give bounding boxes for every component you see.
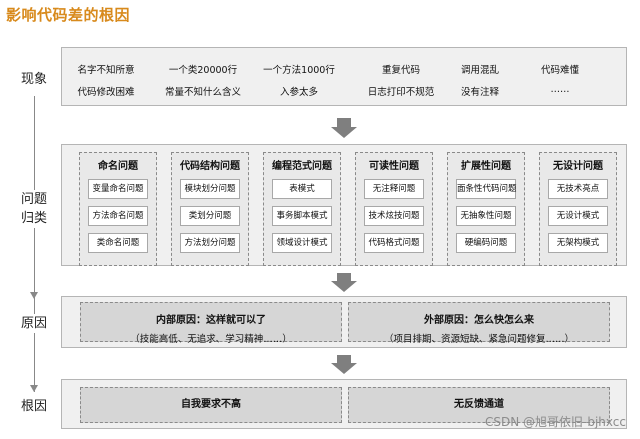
category-item: 变量命名问题 bbox=[88, 179, 148, 199]
phenomenon-item: …… bbox=[550, 84, 570, 95]
category-no-design: 无设计问题 无技术亮点 无设计模式 无架构模式 bbox=[539, 152, 617, 266]
category-item: 无设计模式 bbox=[548, 206, 608, 226]
category-title: 无设计问题 bbox=[553, 161, 603, 172]
category-title: 可读性问题 bbox=[369, 161, 419, 172]
page-title: 影响代码差的根因 bbox=[6, 6, 131, 24]
category-title: 代码结构问题 bbox=[180, 161, 240, 172]
row-label-phenomenon: 现象 bbox=[19, 70, 49, 89]
phenomenon-item: 名字不知所意 bbox=[77, 65, 135, 76]
category-item: 类划分问题 bbox=[180, 206, 240, 226]
row-label-cause: 原因 bbox=[19, 314, 49, 333]
row-label-root: 根因 bbox=[19, 397, 49, 416]
category-title: 命名问题 bbox=[98, 161, 138, 172]
external-cause-detail: （项目排期、资源短缺、紧急问题修复……） bbox=[383, 334, 574, 345]
phenomenon-item: 代码难懂 bbox=[540, 65, 580, 76]
flow-arrow-down-icon bbox=[331, 273, 357, 292]
category-paradigm: 编程范式问题 表模式 事务脚本模式 领域设计模式 bbox=[263, 152, 341, 266]
watermark: CSDN @旭哥依旧-bjhxcc bbox=[484, 415, 626, 429]
category-item: 硬编码问题 bbox=[456, 233, 516, 253]
axis-arrow-down-icon bbox=[30, 292, 38, 299]
external-cause-title: 外部原因：怎么快怎么来 bbox=[424, 315, 534, 326]
root-cause-self-requirement: 自我要求不高 bbox=[80, 387, 342, 423]
category-item: 领域设计模式 bbox=[272, 233, 332, 253]
category-item: 事务脚本模式 bbox=[272, 206, 332, 226]
internal-cause-box: 内部原因：这样就可以了 （技能高低、无追求、学习精神……） bbox=[80, 302, 342, 345]
flow-arrow-down-icon bbox=[331, 118, 357, 138]
phenomenon-item: 日志打印不规范 bbox=[367, 87, 435, 98]
row-label-classify-bottom: 归类 bbox=[19, 209, 49, 228]
category-item: 方法划分问题 bbox=[180, 233, 240, 253]
category-item: 无注释问题 bbox=[364, 179, 424, 199]
axis-line bbox=[34, 96, 35, 392]
phenomenon-item: 调用混乱 bbox=[460, 65, 500, 76]
phenomenon-item: 没有注释 bbox=[460, 87, 500, 98]
category-item: 表模式 bbox=[272, 179, 332, 199]
row-label-classify-top: 问题 bbox=[19, 190, 49, 209]
category-title: 扩展性问题 bbox=[461, 161, 511, 172]
phenomenon-item: 常量不知什么含义 bbox=[164, 87, 242, 98]
category-item: 代码格式问题 bbox=[364, 233, 424, 253]
root-cause-no-feedback: 无反馈通道 bbox=[348, 387, 610, 423]
category-naming: 命名问题 变量命名问题 方法命名问题 类命名问题 bbox=[79, 152, 157, 266]
category-extensibility: 扩展性问题 面条性代码问题 无抽象性问题 硬编码问题 bbox=[447, 152, 525, 266]
category-item: 模块划分问题 bbox=[180, 179, 240, 199]
category-item: 无技术亮点 bbox=[548, 179, 608, 199]
internal-cause-title: 内部原因：这样就可以了 bbox=[156, 315, 266, 326]
internal-cause-detail: （技能高低、无追求、学习精神……） bbox=[130, 334, 292, 345]
phenomenon-item: 代码修改困难 bbox=[77, 87, 135, 98]
category-readability: 可读性问题 无注释问题 技术炫技问题 代码格式问题 bbox=[355, 152, 433, 266]
phenomena-panel: 名字不知所意 一个类20000行 一个方法1000行 重复代码 调用混乱 代码难… bbox=[61, 47, 627, 106]
category-item: 面条性代码问题 bbox=[456, 179, 517, 199]
category-item: 方法命名问题 bbox=[88, 206, 148, 226]
category-item: 无架构模式 bbox=[548, 233, 608, 253]
phenomenon-item: 入参太多 bbox=[279, 87, 319, 98]
category-code-structure: 代码结构问题 模块划分问题 类划分问题 方法划分问题 bbox=[171, 152, 249, 266]
phenomenon-item: 重复代码 bbox=[381, 65, 421, 76]
flow-arrow-down-icon bbox=[331, 355, 357, 374]
category-item: 技术炫技问题 bbox=[364, 206, 424, 226]
category-item: 无抽象性问题 bbox=[456, 206, 516, 226]
phenomenon-item: 一个方法1000行 bbox=[263, 65, 335, 76]
phenomenon-item: 一个类20000行 bbox=[168, 65, 238, 76]
category-title: 编程范式问题 bbox=[272, 161, 332, 172]
category-item: 类命名问题 bbox=[88, 233, 148, 253]
axis-arrow-down-icon bbox=[30, 385, 38, 392]
external-cause-box: 外部原因：怎么快怎么来 （项目排期、资源短缺、紧急问题修复……） bbox=[348, 302, 610, 345]
